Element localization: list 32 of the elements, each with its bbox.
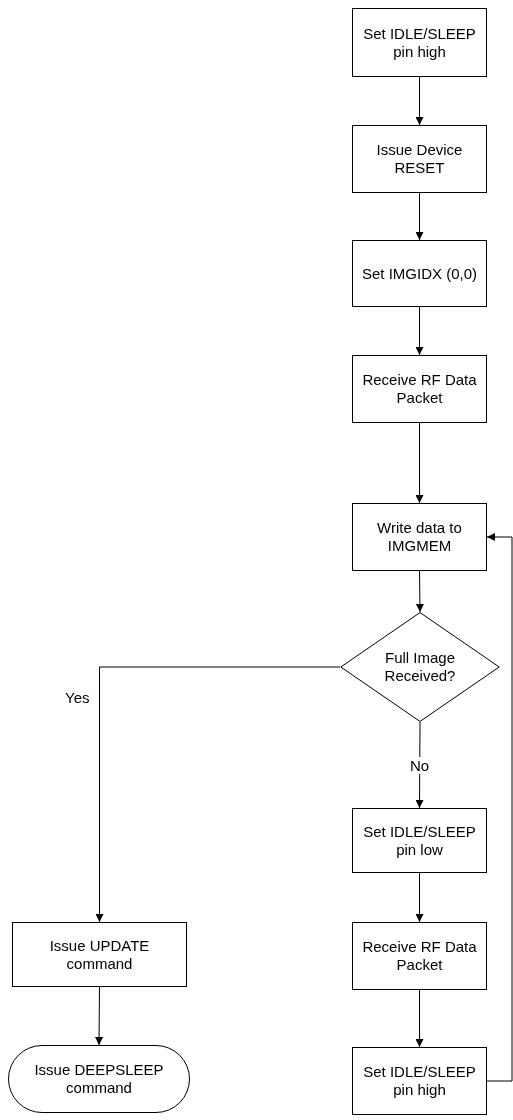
node-text: Set IDLE/SLEEP pin low — [362, 822, 477, 859]
node-text: Full Image Received? — [383, 649, 457, 685]
arrow — [415, 192, 424, 241]
node-text: Issue UPDATE command — [48, 936, 151, 973]
process-box — [352, 1047, 487, 1115]
node-text: Set IDLE/SLEEP pin high — [362, 24, 477, 61]
process-box — [352, 8, 487, 77]
arrow — [415, 721, 424, 809]
node-text: Receive RF Data Packet — [361, 938, 478, 974]
node-text: Issue Device RESET — [375, 141, 464, 177]
process-box — [352, 503, 487, 571]
decision-diamond — [340, 612, 500, 722]
arrow — [415, 872, 424, 923]
arrow — [415, 422, 424, 504]
arrow — [415, 989, 424, 1048]
node-text: Set IMGIDX (0,0) — [361, 264, 478, 283]
arrow — [415, 570, 424, 613]
process-box — [12, 922, 187, 987]
arrow — [486, 533, 513, 1082]
process-box — [352, 808, 487, 873]
node-text: Write data to IMGMEM — [376, 519, 463, 555]
process-box — [352, 355, 487, 423]
node-text: Set IDLE/SLEEP pin high — [362, 1063, 477, 1099]
arrow — [95, 986, 104, 1046]
process-box — [352, 240, 487, 307]
process-box — [352, 125, 487, 193]
arrow — [95, 666, 341, 923]
arrow — [415, 306, 424, 356]
arrow — [415, 76, 424, 126]
process-box — [352, 922, 487, 990]
node-text: Issue DEEPSLEEP command — [33, 1061, 165, 1097]
node-text: Receive RF Data Packet — [361, 371, 478, 407]
